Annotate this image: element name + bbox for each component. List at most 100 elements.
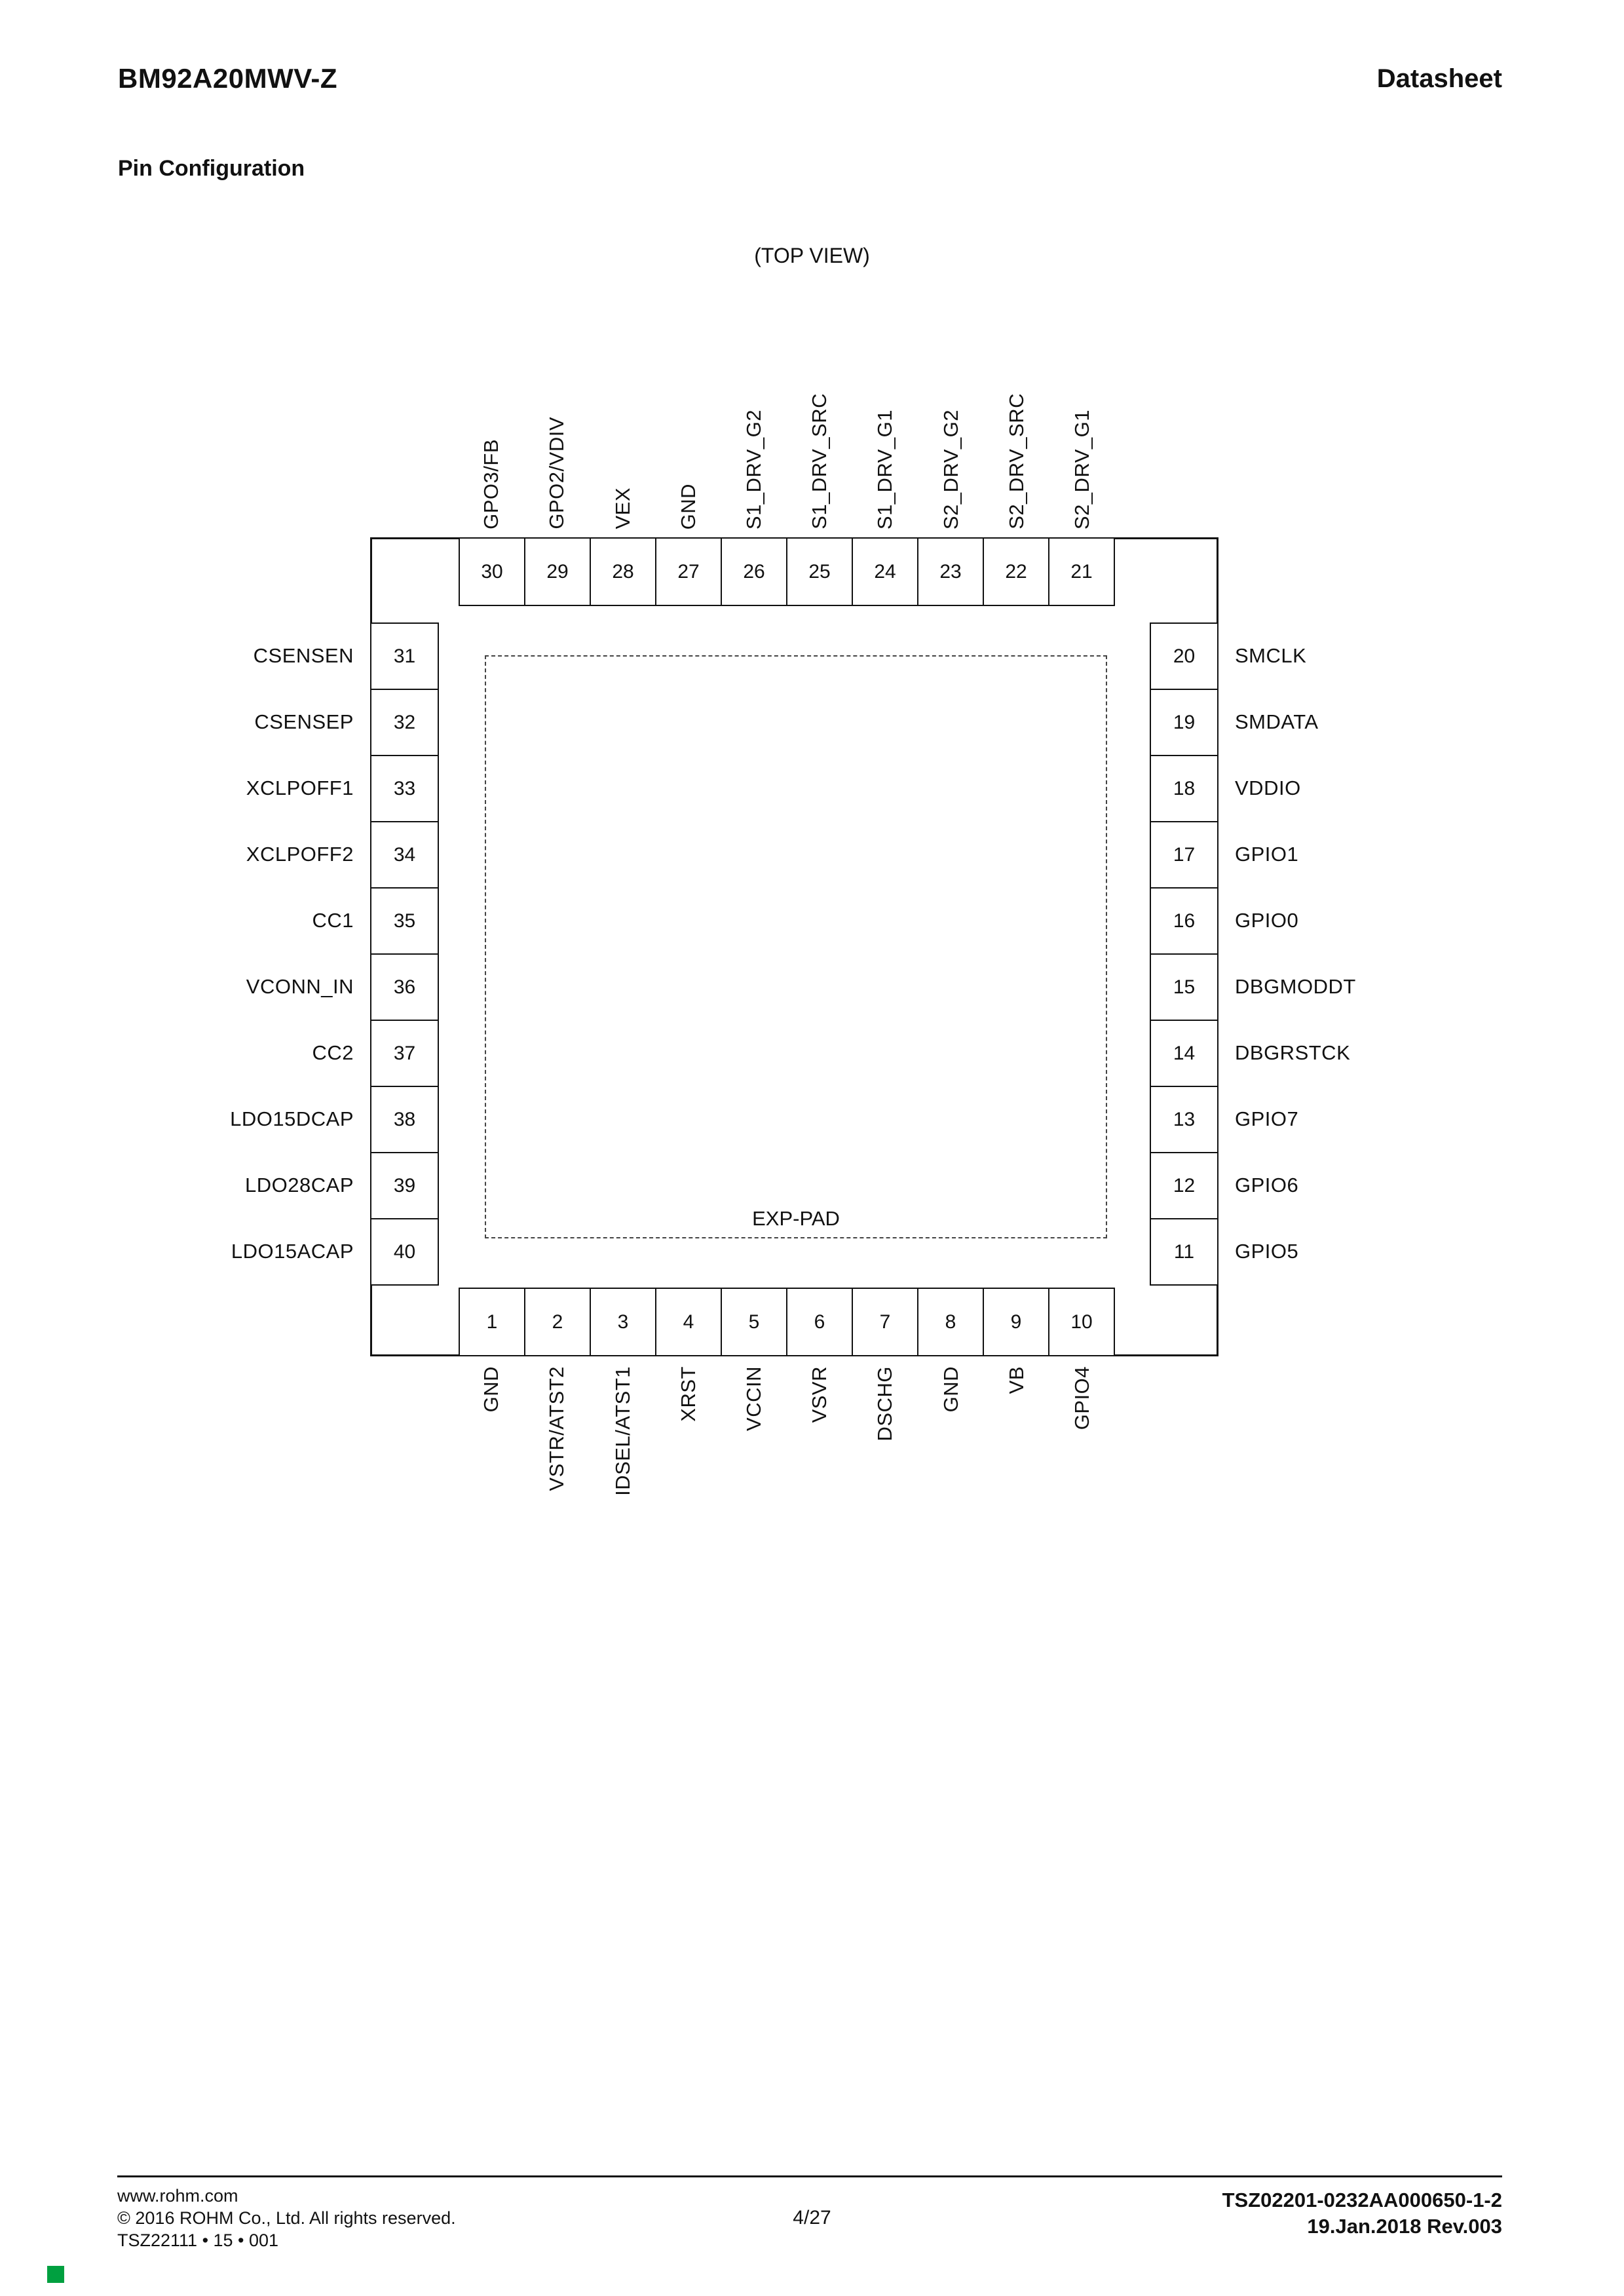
pin-labels-left: CSENSEN CSENSEP XCLPOFF1 XCLPOFF2 CC1 VC… bbox=[98, 622, 354, 1284]
exposed-pad-label: EXP-PAD bbox=[752, 1207, 840, 1230]
pin-6: 6 bbox=[786, 1288, 853, 1356]
pin-label-30: GPO3/FB bbox=[480, 439, 503, 529]
pin-9: 9 bbox=[983, 1288, 1049, 1356]
pin-7: 7 bbox=[852, 1288, 918, 1356]
pin-label-16: GPIO0 bbox=[1235, 908, 1299, 932]
pin-10: 10 bbox=[1048, 1288, 1115, 1356]
pin-label-14: DBGRSTCK bbox=[1235, 1041, 1351, 1064]
pin-12: 12 bbox=[1150, 1152, 1218, 1219]
pin-19: 19 bbox=[1150, 689, 1218, 756]
pin-label-39: LDO28CAP bbox=[245, 1173, 354, 1196]
pin-labels-top: GPO3/FB GPO2/VDIV VEX GND S1_DRV_G2 S1_D… bbox=[459, 393, 1115, 529]
pin-label-19: SMDATA bbox=[1235, 710, 1319, 733]
exposed-pad: EXP-PAD bbox=[485, 655, 1107, 1238]
chip-outline bbox=[370, 537, 1218, 1356]
pin-36: 36 bbox=[370, 953, 439, 1021]
pin-16: 16 bbox=[1150, 887, 1218, 955]
pin-label-18: VDDIO bbox=[1235, 776, 1301, 799]
pin-34: 34 bbox=[370, 821, 439, 889]
pin-label-2: VSTR/ATST2 bbox=[545, 1366, 569, 1491]
pin-label-10: GPIO4 bbox=[1070, 1366, 1093, 1430]
pin-21: 21 bbox=[1048, 537, 1115, 606]
pin-label-3: IDSEL/ATST1 bbox=[611, 1366, 634, 1496]
pin-13: 13 bbox=[1150, 1086, 1218, 1153]
footer-revision: 19.Jan.2018 Rev.003 bbox=[1307, 2215, 1502, 2238]
section-title: Pin Configuration bbox=[118, 156, 305, 181]
pin-28: 28 bbox=[590, 537, 656, 606]
pin-label-35: CC1 bbox=[312, 908, 354, 932]
pin-label-21: S2_DRV_G1 bbox=[1070, 409, 1093, 529]
pin-18: 18 bbox=[1150, 755, 1218, 822]
pin-24: 24 bbox=[852, 537, 918, 606]
pin-29: 29 bbox=[524, 537, 591, 606]
pin-label-26: S1_DRV_G2 bbox=[742, 409, 765, 529]
pin-32: 32 bbox=[370, 689, 439, 756]
doc-type: Datasheet bbox=[1376, 64, 1502, 93]
rohm-green-mark bbox=[47, 2266, 64, 2283]
pin-25: 25 bbox=[786, 537, 853, 606]
footer-right-block: TSZ02201-0232AA000650-1-2 19.Jan.2018 Re… bbox=[1222, 2187, 1502, 2240]
pin-label-34: XCLPOFF2 bbox=[246, 842, 354, 866]
footer-website: www.rohm.com bbox=[117, 2186, 238, 2206]
footer-rule bbox=[117, 2175, 1502, 2177]
pin-11: 11 bbox=[1150, 1218, 1218, 1286]
pin-label-40: LDO15ACAP bbox=[231, 1239, 354, 1263]
pin-label-5: VCCIN bbox=[742, 1366, 765, 1431]
pin-37: 37 bbox=[370, 1020, 439, 1087]
pin-5: 5 bbox=[721, 1288, 787, 1356]
pin-label-28: VEX bbox=[611, 488, 634, 529]
pin-label-25: S1_DRV_SRC bbox=[808, 393, 831, 529]
pin-label-8: GND bbox=[939, 1366, 962, 1413]
pin-30: 30 bbox=[459, 537, 525, 606]
pin-14: 14 bbox=[1150, 1020, 1218, 1087]
pin-4: 4 bbox=[655, 1288, 722, 1356]
pin-label-36: VCONN_IN bbox=[246, 974, 354, 998]
pin-26: 26 bbox=[721, 537, 787, 606]
pin-label-4: XRST bbox=[676, 1366, 700, 1422]
pin-31: 31 bbox=[370, 622, 439, 690]
pin-22: 22 bbox=[983, 537, 1049, 606]
pin-label-7: DSCHG bbox=[873, 1366, 897, 1442]
footer-copyright: © 2016 ROHM Co., Ltd. All rights reserve… bbox=[117, 2208, 456, 2228]
pin-label-38: LDO15DCAP bbox=[230, 1107, 354, 1130]
pin-labels-bottom: GND VSTR/ATST2 IDSEL/ATST1 XRST VCCIN VS… bbox=[459, 1366, 1115, 1496]
pin-col-left: 31 32 33 34 35 36 37 38 39 40 bbox=[370, 622, 439, 1286]
pin-label-9: VB bbox=[1004, 1366, 1028, 1394]
pin-23: 23 bbox=[917, 537, 984, 606]
footer-doc-code: TSZ22111 • 15 • 001 bbox=[117, 2230, 279, 2250]
pin-row-top: 30 29 28 27 26 25 24 23 22 21 bbox=[459, 537, 1115, 606]
pin-label-20: SMCLK bbox=[1235, 643, 1307, 667]
pin-label-23: S2_DRV_G2 bbox=[939, 409, 962, 529]
pin-col-right: 20 19 18 17 16 15 14 13 12 11 bbox=[1150, 622, 1218, 1286]
pin-label-31: CSENSEN bbox=[253, 643, 354, 667]
pin-label-1: GND bbox=[480, 1366, 503, 1413]
pin-label-24: S1_DRV_G1 bbox=[873, 409, 897, 529]
pin-label-22: S2_DRV_SRC bbox=[1004, 393, 1028, 529]
pin-1: 1 bbox=[459, 1288, 525, 1356]
part-number: BM92A20MWV-Z bbox=[118, 63, 338, 94]
pin-label-27: GND bbox=[676, 483, 700, 529]
pin-label-13: GPIO7 bbox=[1235, 1107, 1299, 1130]
pin-label-33: XCLPOFF1 bbox=[246, 776, 354, 799]
pin-label-37: CC2 bbox=[312, 1041, 354, 1064]
pin-38: 38 bbox=[370, 1086, 439, 1153]
pin-row-bottom: 1 2 3 4 5 6 7 8 9 10 bbox=[459, 1288, 1115, 1356]
top-view-label: (TOP VIEW) bbox=[754, 244, 870, 267]
pin-label-17: GPIO1 bbox=[1235, 842, 1299, 866]
pin-33: 33 bbox=[370, 755, 439, 822]
pin-27: 27 bbox=[655, 537, 722, 606]
pin-20: 20 bbox=[1150, 622, 1218, 690]
pin-15: 15 bbox=[1150, 953, 1218, 1021]
pin-label-32: CSENSEP bbox=[254, 710, 354, 733]
footer-left-block: www.rohm.com © 2016 ROHM Co., Ltd. All r… bbox=[117, 2185, 456, 2251]
pin-label-11: GPIO5 bbox=[1235, 1239, 1299, 1263]
pin-2: 2 bbox=[524, 1288, 591, 1356]
footer-ref-number: TSZ02201-0232AA000650-1-2 bbox=[1222, 2189, 1502, 2211]
pin-label-15: DBGMODDT bbox=[1235, 974, 1356, 998]
pin-3: 3 bbox=[590, 1288, 656, 1356]
pin-label-29: GPO2/VDIV bbox=[545, 417, 569, 529]
pin-label-12: GPIO6 bbox=[1235, 1173, 1299, 1196]
pin-17: 17 bbox=[1150, 821, 1218, 889]
pin-8: 8 bbox=[917, 1288, 984, 1356]
